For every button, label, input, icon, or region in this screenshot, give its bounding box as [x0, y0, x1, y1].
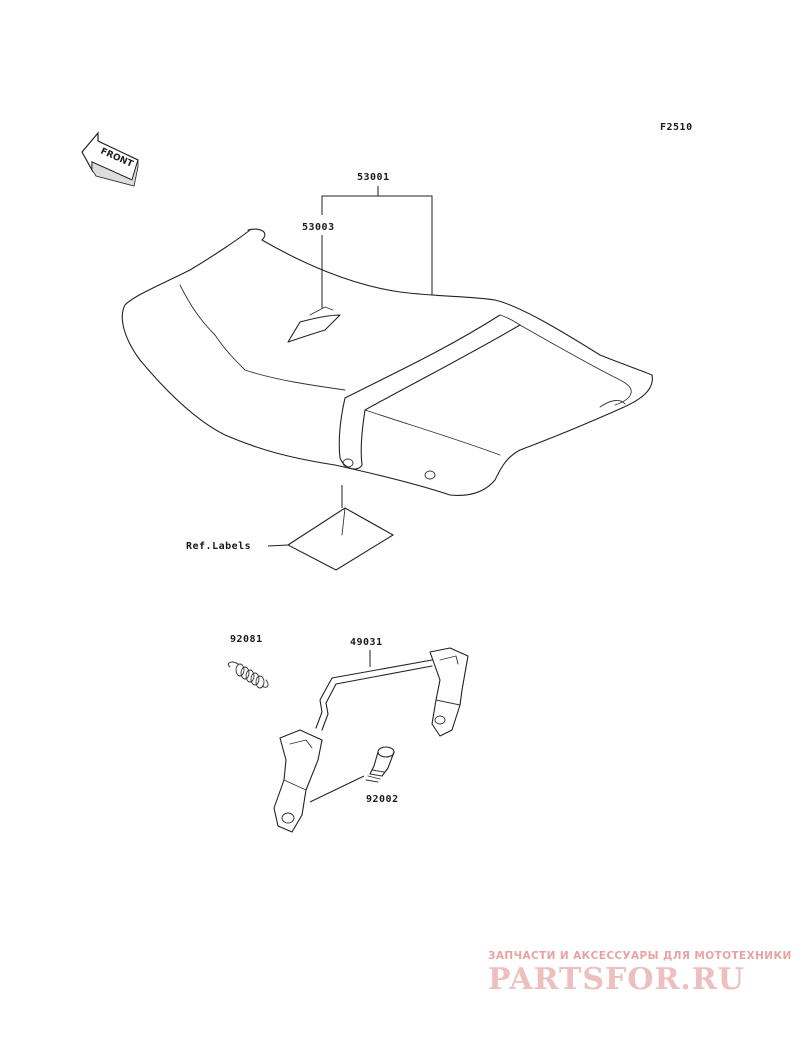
part-label-53001: 53001: [357, 172, 390, 183]
part-label-49031: 49031: [350, 637, 383, 648]
part-label-92081: 92081: [230, 634, 263, 645]
bolt-drawing: [365, 746, 395, 783]
front-arrow-icon: FRONT: [81, 131, 139, 187]
ref-labels-sticker: [286, 507, 395, 571]
seat-bracket-drawing: [273, 647, 469, 833]
spring-drawing: [227, 661, 269, 689]
seat-drawing: [121, 228, 653, 496]
watermark-logo: PARTSFOR.RU: [488, 962, 745, 997]
part-label-92002: 92002: [366, 794, 399, 805]
watermark-tagline: ЗАПЧАСТИ И АКСЕССУАРЫ ДЛЯ МОТОТЕХНИКИ: [488, 950, 792, 962]
leader-53001: [321, 195, 433, 295]
figure-code: F2510: [660, 122, 693, 133]
part-label-53003: 53003: [302, 222, 335, 233]
part-label-ref-labels: Ref.Labels: [186, 541, 251, 552]
leader-92002: [309, 775, 365, 803]
